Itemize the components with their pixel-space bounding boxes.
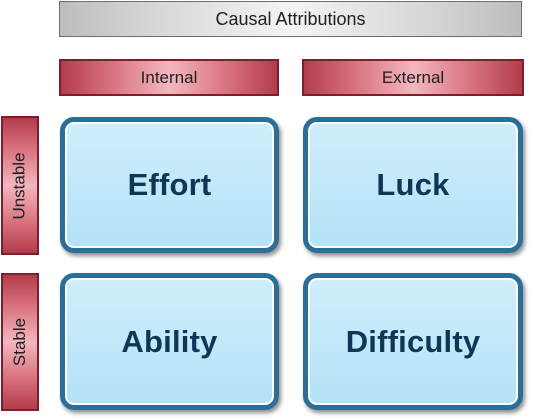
cell-ability-label: Ability [121, 323, 218, 359]
cell-luck-label: Luck [376, 167, 450, 202]
cell-effort: Effort [60, 117, 279, 253]
row-header-stable-label: Stable [10, 317, 30, 367]
cell-effort-label: Effort [127, 167, 212, 202]
column-header-internal: Internal [59, 59, 279, 96]
row-header-unstable: Unstable [1, 116, 39, 255]
cell-difficulty: Difficulty [303, 273, 523, 410]
row-header-stable: Stable [1, 273, 39, 411]
column-header-external: External [302, 59, 524, 96]
column-header-internal-label: Internal [140, 67, 198, 87]
cell-ability: Ability [60, 273, 279, 410]
cell-difficulty-label: Difficulty [345, 323, 481, 359]
row-header-unstable-label: Unstable [10, 151, 30, 220]
column-header-external-label: External [381, 67, 445, 87]
diagram-title: Causal Attributions [59, 1, 522, 37]
diagram-title-text: Causal Attributions [215, 8, 366, 29]
cell-luck: Luck [303, 117, 523, 253]
